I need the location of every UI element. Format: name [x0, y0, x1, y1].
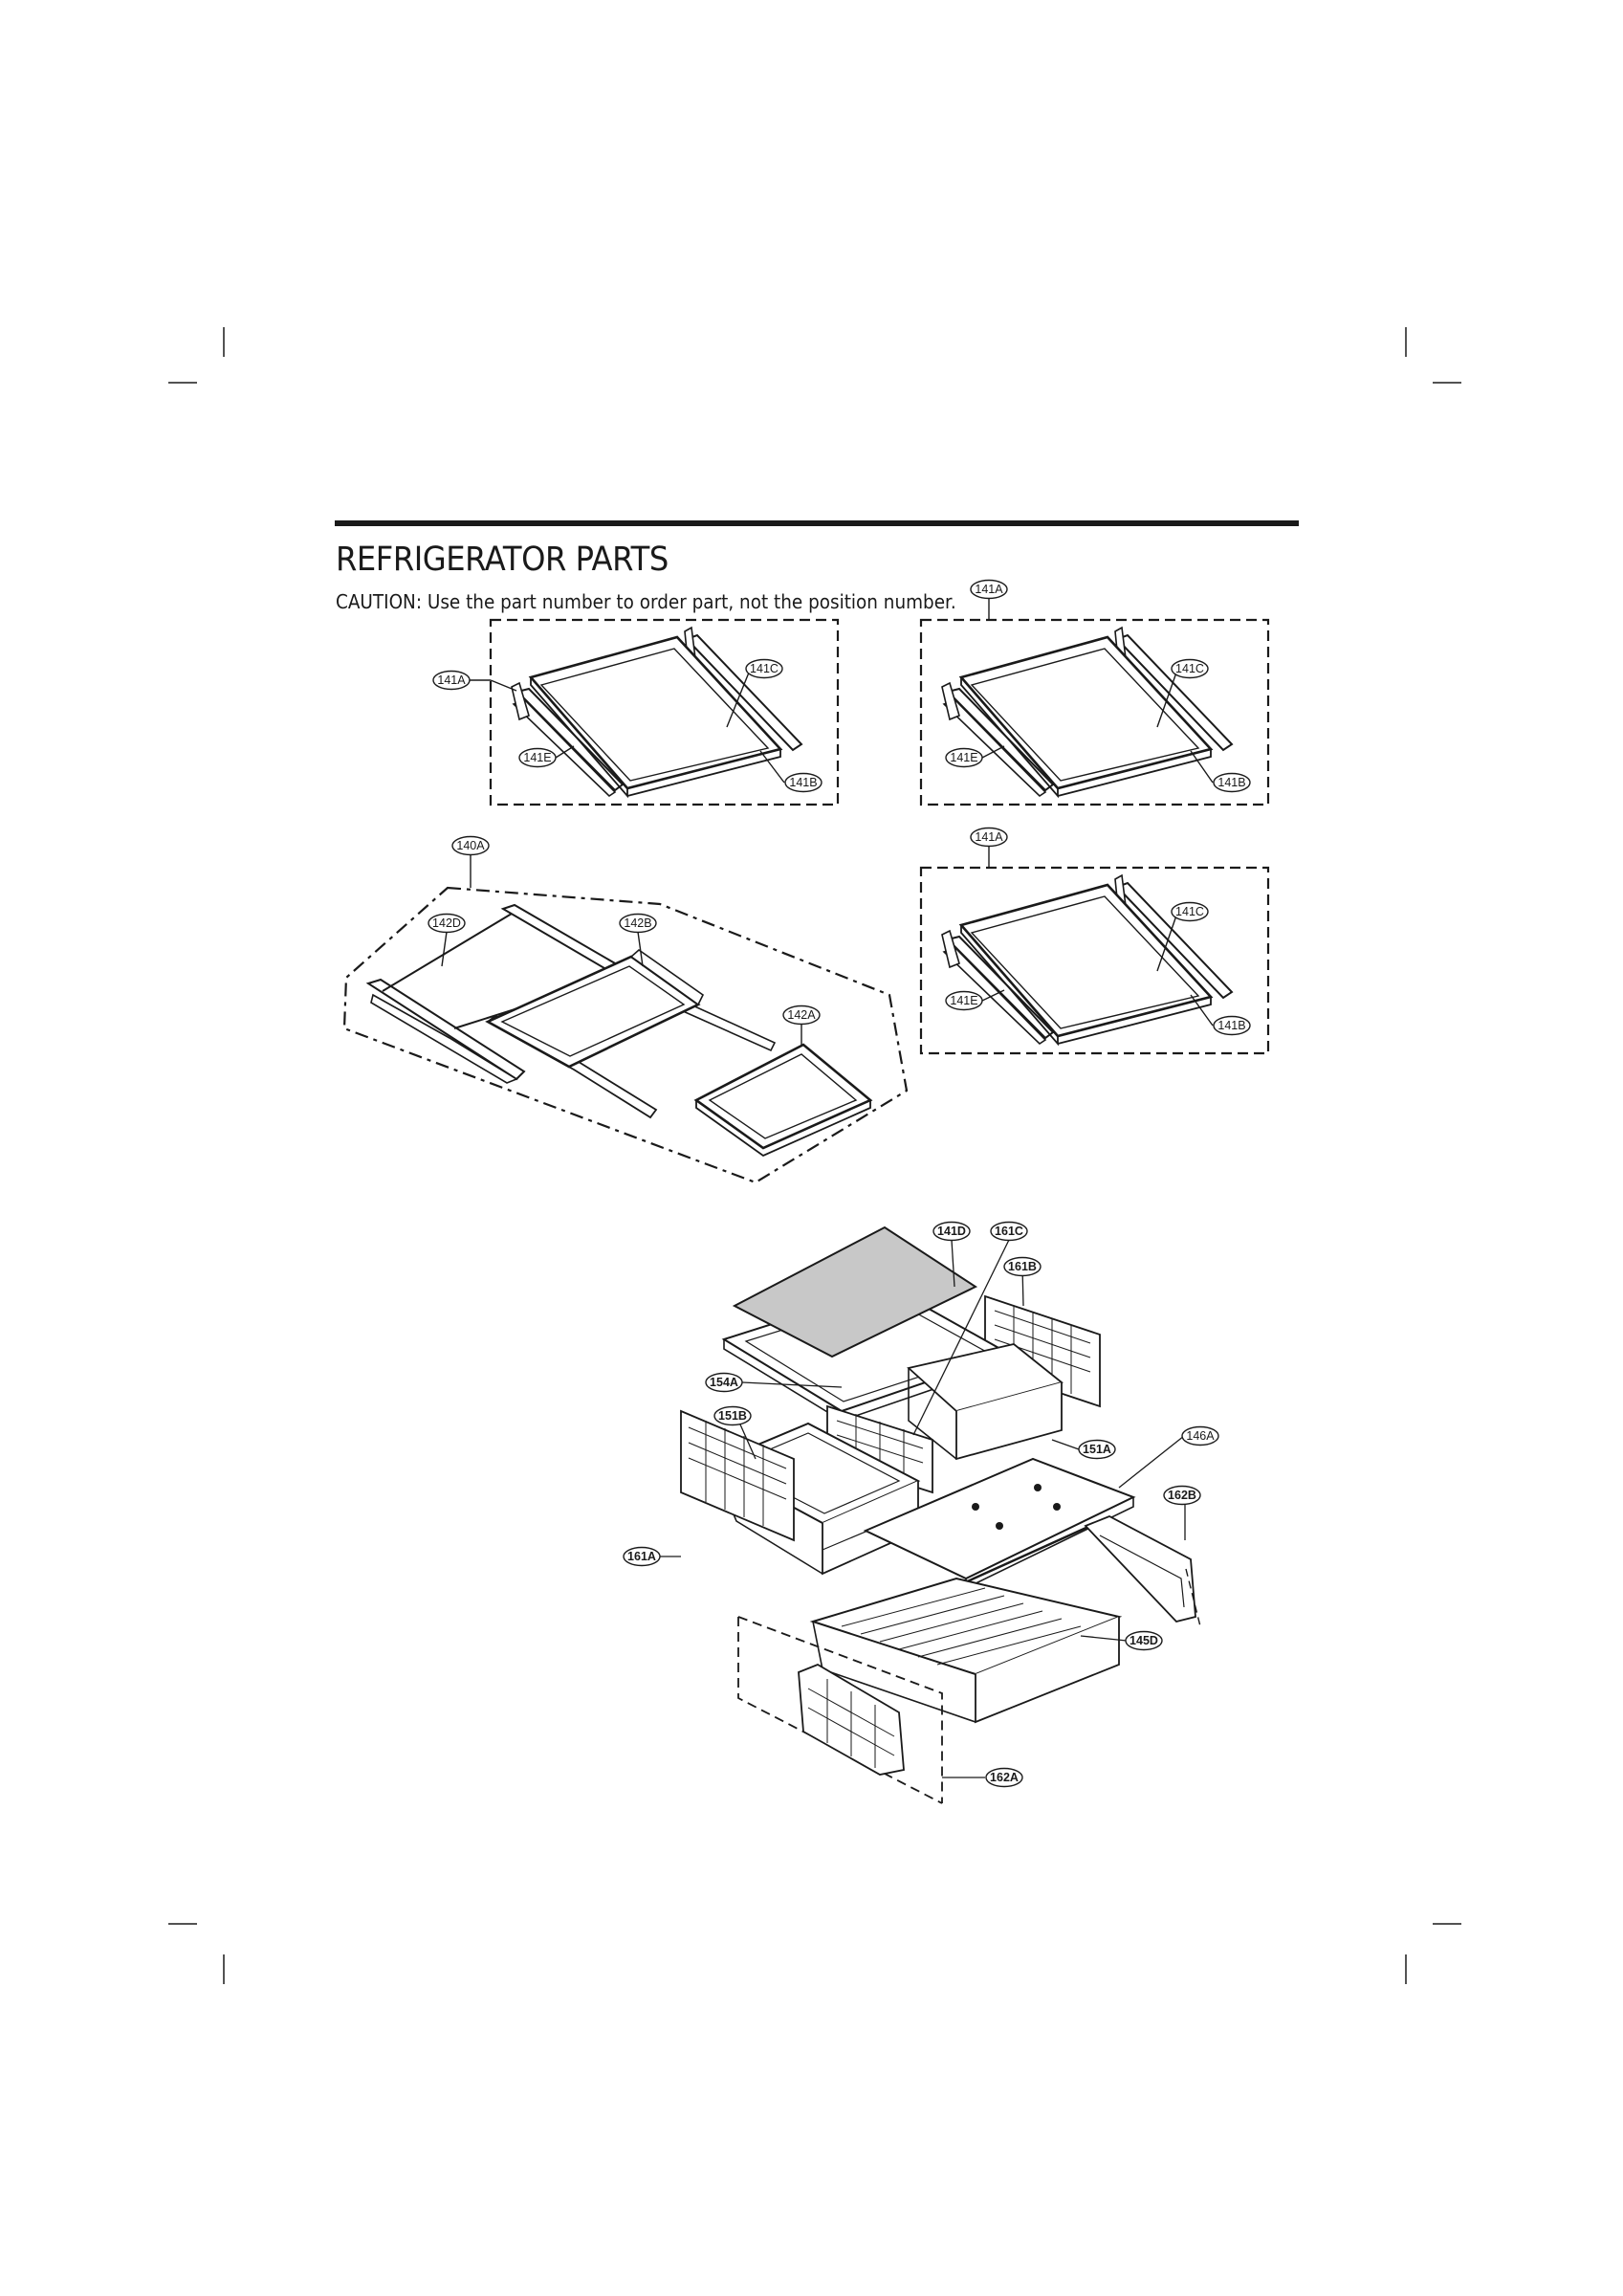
shelf-assembly-1: 141A 141C 141E 141B: [432, 618, 840, 806]
callout-161c: 161C: [995, 1225, 1023, 1238]
callout-161a: 161A: [627, 1550, 656, 1563]
callout-142a: 142A: [787, 1008, 816, 1022]
callout-162a: 162A: [990, 1771, 1019, 1784]
shelf-assembly-3: 141A 141C 141E 141B: [919, 827, 1270, 1055]
callout-162b: 162B: [1168, 1489, 1196, 1502]
page-title: REFRIGERATOR PARTS: [336, 541, 669, 579]
callout-145d: 145D: [1130, 1634, 1158, 1647]
callout-151a: 151A: [1083, 1443, 1111, 1456]
callout-141a-3: 141A: [975, 830, 1003, 844]
caution-note: CAUTION: Use the part number to order pa…: [336, 590, 956, 613]
callout-142b: 142B: [624, 916, 651, 930]
callout-146a: 146A: [1186, 1429, 1215, 1443]
callout-140a: 140A: [456, 839, 485, 852]
callout-141b-1: 141B: [789, 776, 817, 789]
callout-141c-2: 141C: [1175, 662, 1204, 675]
callout-161b: 161B: [1008, 1260, 1037, 1273]
folding-shelf-assembly: 140A 142D 142B 142A: [342, 835, 909, 1184]
callout-141a-left: 141A: [437, 673, 466, 687]
header-rule: [335, 520, 1299, 526]
callout-141e-3: 141E: [950, 994, 977, 1007]
callout-141e-2: 141E: [950, 751, 977, 764]
callout-141c-3: 141C: [1175, 905, 1204, 918]
crisper-assembly: 141D 161C 161B 154A 151B 151A 146A 162B …: [623, 1221, 1219, 1804]
callout-141d: 141D: [937, 1225, 966, 1238]
callout-154a: 154A: [710, 1376, 738, 1389]
callout-141c-1: 141C: [750, 662, 779, 675]
callout-141a-2: 141A: [975, 583, 1003, 596]
callout-141e-1: 141E: [523, 751, 551, 764]
callout-141b-2: 141B: [1217, 776, 1245, 789]
callout-142d: 142D: [432, 916, 461, 930]
callout-141b-3: 141B: [1217, 1019, 1245, 1032]
shelf-assembly-2: 141A 141C 141E 141B: [919, 579, 1270, 806]
callout-151b: 151B: [718, 1409, 747, 1423]
